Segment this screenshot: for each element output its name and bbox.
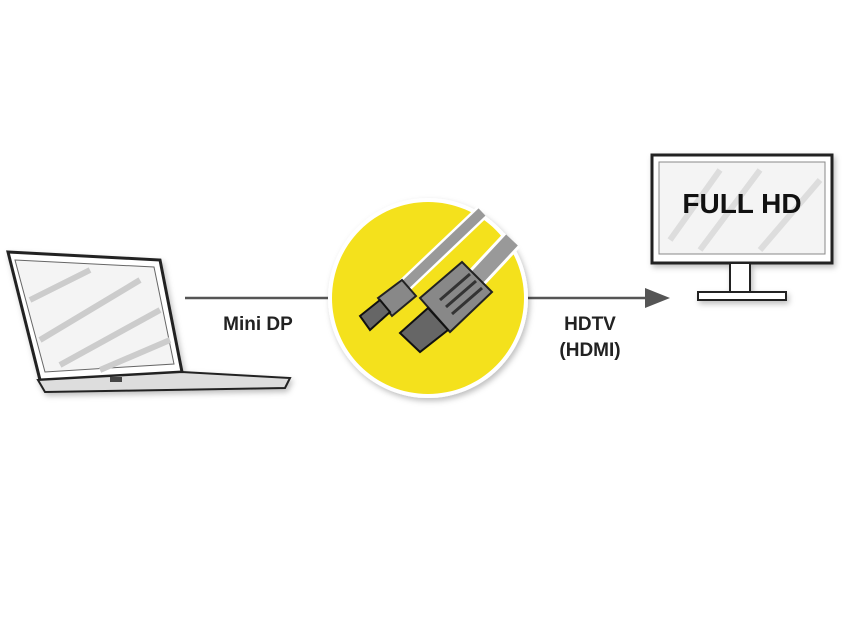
mini-dp-connector-icon	[358, 206, 488, 332]
target-label-line1: HDTV	[564, 314, 616, 335]
screen-text: FULL HD	[682, 188, 802, 219]
laptop-icon	[6, 250, 292, 394]
target-label-line2: (HDMI)	[559, 340, 621, 361]
arrow-head-icon	[645, 288, 670, 308]
hdmi-connector-icon	[398, 232, 521, 354]
monitor-icon	[650, 153, 834, 301]
source-label: Mini DP	[223, 314, 293, 335]
